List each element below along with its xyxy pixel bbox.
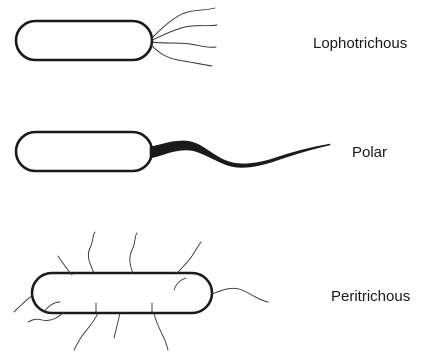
lophotrichous-label: Lophotrichous [313, 35, 407, 52]
polar-cell [16, 132, 152, 171]
peritrichous-flagella [14, 232, 268, 350]
lophotrichous-group: Lophotrichous [16, 8, 407, 66]
lophotrichous-flagella [151, 8, 217, 66]
lophotrichous-cell [16, 21, 152, 60]
polar-flagellum [150, 141, 330, 168]
polar-label: Polar [352, 144, 387, 161]
peritrichous-cell [32, 273, 212, 313]
peritrichous-label: Peritrichous [331, 288, 410, 305]
peritrichous-group: Peritrichous [14, 232, 410, 350]
polar-group: Polar [16, 132, 387, 171]
